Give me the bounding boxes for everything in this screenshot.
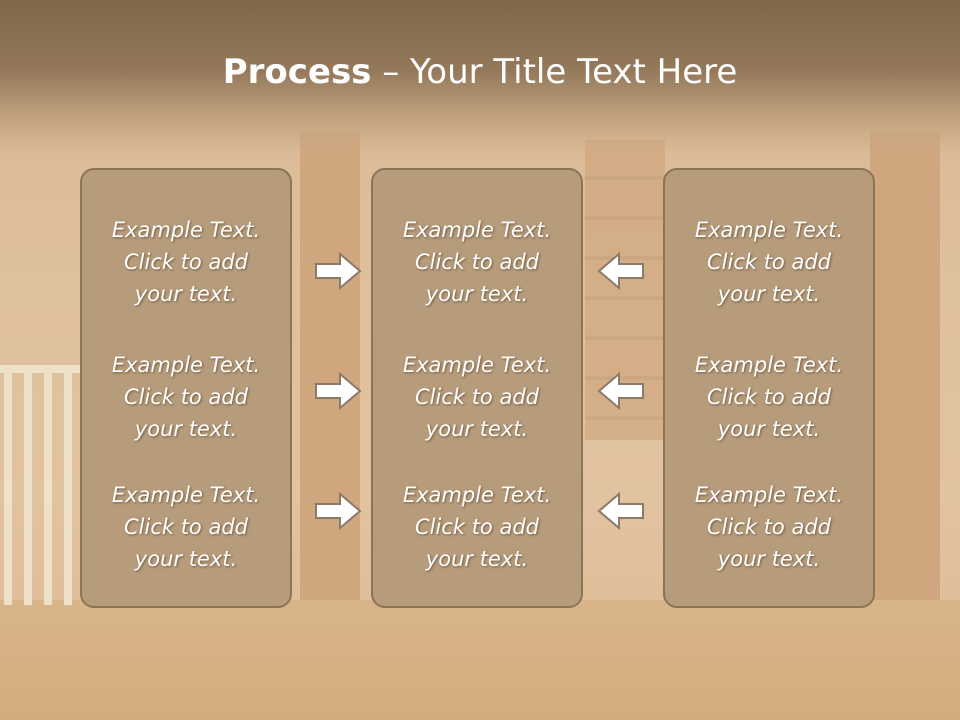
arrow-left-icon[interactable]	[597, 492, 645, 530]
text-line: Example Text.	[111, 483, 261, 507]
text-block[interactable]: Example Text. Click to add your text.	[82, 479, 290, 575]
text-block[interactable]: Example Text. Click to add your text.	[82, 349, 290, 445]
process-panel-center[interactable]: Example Text. Click to add your text. Ex…	[371, 168, 583, 608]
text-line: your text.	[425, 417, 529, 441]
arrow-left-icon[interactable]	[597, 252, 645, 290]
text-line: Example Text.	[694, 483, 844, 507]
text-line: your text.	[717, 547, 821, 571]
text-line: your text.	[134, 282, 238, 306]
text-line: your text.	[134, 417, 238, 441]
text-line: your text.	[717, 282, 821, 306]
text-line: your text.	[717, 417, 821, 441]
wood-beam	[300, 130, 360, 620]
slide-title[interactable]: Process – Your Title Text Here	[0, 52, 960, 92]
text-line: Click to add	[123, 515, 248, 539]
text-line: Click to add	[123, 250, 248, 274]
text-line: your text.	[134, 547, 238, 571]
text-line: Example Text.	[402, 353, 552, 377]
text-block[interactable]: Example Text. Click to add your text.	[373, 214, 581, 310]
text-line: Click to add	[123, 385, 248, 409]
text-line: your text.	[425, 282, 529, 306]
text-line: Click to add	[706, 515, 831, 539]
railing-post	[24, 365, 32, 605]
text-block[interactable]: Example Text. Click to add your text.	[665, 214, 873, 310]
railing	[0, 365, 80, 605]
arrow-right-icon[interactable]	[314, 252, 362, 290]
text-block[interactable]: Example Text. Click to add your text.	[82, 214, 290, 310]
railing-post	[64, 365, 72, 605]
wood-beam	[870, 130, 940, 620]
floor	[0, 600, 960, 720]
text-block[interactable]: Example Text. Click to add your text.	[373, 349, 581, 445]
text-line: Example Text.	[694, 218, 844, 242]
text-block[interactable]: Example Text. Click to add your text.	[665, 479, 873, 575]
text-line: Example Text.	[402, 483, 552, 507]
text-block[interactable]: Example Text. Click to add your text.	[665, 349, 873, 445]
text-line: your text.	[425, 547, 529, 571]
arrow-left-icon[interactable]	[597, 372, 645, 410]
text-line: Example Text.	[111, 218, 261, 242]
process-panel-right[interactable]: Example Text. Click to add your text. Ex…	[663, 168, 875, 608]
title-bar	[0, 0, 960, 155]
arrow-right-icon[interactable]	[314, 492, 362, 530]
text-line: Example Text.	[111, 353, 261, 377]
railing-post	[4, 365, 12, 605]
railing-post	[44, 365, 52, 605]
text-line: Click to add	[414, 250, 539, 274]
process-panel-left[interactable]: Example Text. Click to add your text. Ex…	[80, 168, 292, 608]
title-rest: – Your Title Text Here	[371, 52, 738, 92]
railing-bar	[0, 365, 80, 373]
text-line: Example Text.	[402, 218, 552, 242]
text-block[interactable]: Example Text. Click to add your text.	[373, 479, 581, 575]
text-line: Click to add	[414, 515, 539, 539]
text-line: Click to add	[706, 385, 831, 409]
text-line: Click to add	[414, 385, 539, 409]
title-bold: Process	[222, 52, 372, 92]
text-line: Click to add	[706, 250, 831, 274]
text-line: Example Text.	[694, 353, 844, 377]
arrow-right-icon[interactable]	[314, 372, 362, 410]
